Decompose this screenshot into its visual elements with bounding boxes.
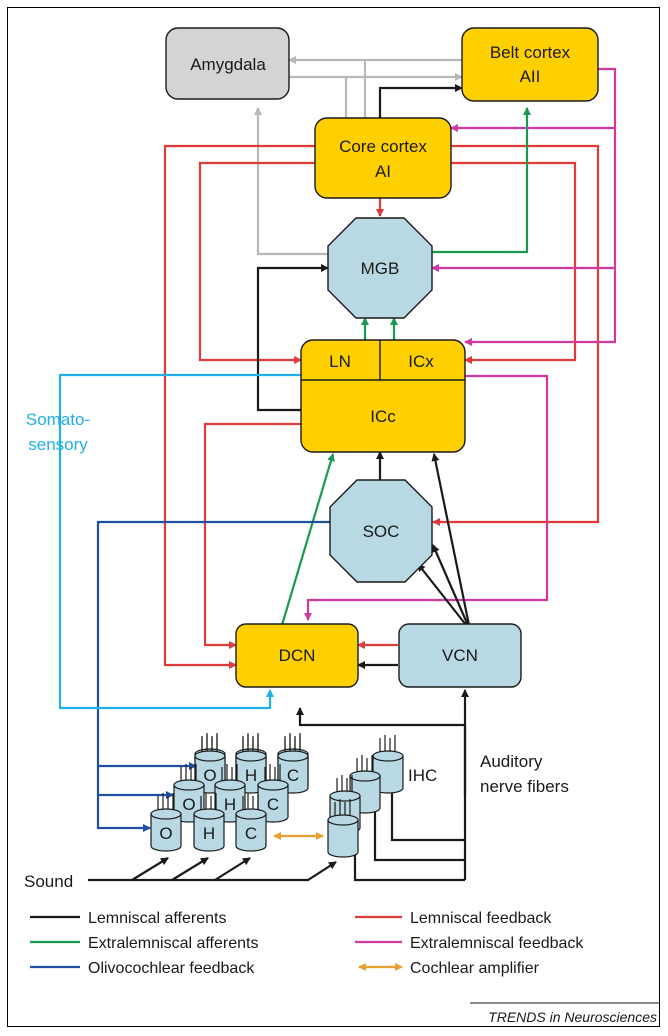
hair-cell-top [327,814,359,826]
hair-cell-top [257,779,289,791]
legend-item: Lemniscal afferents [30,910,226,927]
hair-cell-body [150,814,182,852]
amygdala-links [254,56,463,256]
inferior-colliculus-box [300,339,466,453]
belt-cortex-label: Belt cortex [490,43,571,62]
outer-hair-cell: H [193,793,225,852]
core-cortex-label: Core cortex [339,137,427,156]
legend-item: Cochlear amplifier [358,960,540,977]
vcn-label: VCN [442,646,478,665]
dcn-label: DCN [279,646,316,665]
hair-cell-top [150,808,182,820]
hair-cell-letter: O [159,824,172,843]
amygdala-label: Amygdala [190,55,266,74]
core-cortex-sublabel: AI [375,162,391,181]
figure-frame [7,7,660,1027]
hair-cell-letter: H [245,766,257,785]
hair-cell-top [349,770,381,782]
hair-cell-top [193,808,225,820]
hair-cell-letter: O [203,766,216,785]
extralemniscal-afferent-arrows [280,107,531,626]
hair-cell-letter: H [224,795,236,814]
core-cortex-box [314,117,452,199]
legend-label: Olivocochlear feedback [88,960,255,977]
hair-cell-top [214,779,246,791]
auditory-nerve-label: Auditory [480,752,543,771]
outer-hair-cell: C [277,735,309,794]
soc-label: SOC [363,522,400,541]
lemniscal-feedback-arrows [163,144,600,669]
hair-cell-body [193,814,225,852]
hair-cell-top [235,808,267,820]
hair-cell-letter: C [287,766,299,785]
outer-hair-cell: C [235,793,267,852]
hair-cell-body [235,814,267,852]
hair-cell-letter: H [203,824,215,843]
somatosensory-arrows [58,373,301,710]
hair-cell-letter: O [182,795,195,814]
legend-label: Lemniscal afferents [88,910,226,927]
legend-item: Lemniscal feedback [355,910,552,927]
mgb-label: MGB [361,259,400,278]
legend-label: Lemniscal feedback [410,910,552,927]
inner-hair-cell [327,799,359,858]
hair-cell-top [173,779,205,791]
dcn-box [235,623,359,688]
olivocochlear-feedback-arrows [96,520,330,832]
soc-octagon [329,479,433,583]
legend-item: Extralemniscal afferents [30,935,258,952]
icc-label: ICc [370,407,396,426]
hair-cell-top [329,790,361,802]
legend-label: Extralemniscal afferents [88,935,258,952]
somatosensory-label-line2: sensory [28,435,88,454]
hair-cell-top [194,750,226,762]
extralemniscal-feedback-arrows [304,67,617,621]
auditory-nerve-label-line2: nerve fibers [480,777,569,796]
legend-label: Extralemniscal feedback [410,935,584,952]
hair-cell-letter: C [245,824,257,843]
amygdala-box [165,27,290,100]
footer-credit: TRENDS in Neurosciences [488,1009,657,1025]
hair-cell-top [372,750,404,762]
hair-cell-top [235,750,267,762]
hair-cell-top [277,750,309,762]
legend-label: Cochlear amplifier [410,960,540,977]
hair-cell-letter: C [267,795,279,814]
vcn-box [398,623,522,688]
ln-label: LN [329,352,351,371]
belt-cortex-sublabel: AII [520,67,541,86]
ihc-label: IHC [408,766,437,785]
outer-hair-cell: O [150,793,182,852]
icx-label: ICx [408,352,434,371]
legend-item: Extralemniscal feedback [355,935,584,952]
mgb-octagon [327,217,433,319]
belt-cortex-box [461,27,599,102]
sound-label: Sound [24,872,73,891]
hair-cell-body [327,820,359,858]
somatosensory-label: Somato- [26,410,90,429]
legend-item: Olivocochlear feedback [30,960,255,977]
